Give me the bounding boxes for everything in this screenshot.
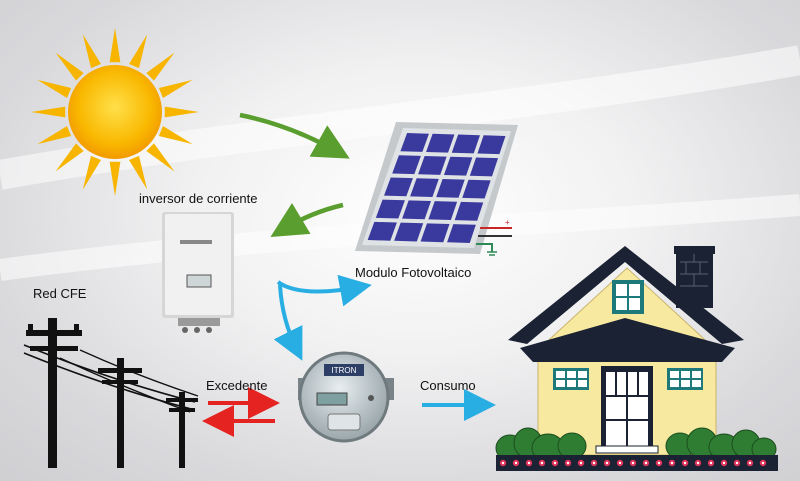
sun-to-panel-arrow — [239, 112, 350, 159]
consumption-label: Consumo — [420, 378, 476, 393]
svg-text:+: + — [505, 218, 510, 227]
house — [495, 246, 778, 471]
panel-to-inverter-arrow — [270, 202, 344, 237]
sun-icon — [31, 28, 199, 196]
power-poles — [23, 318, 199, 468]
electric-meter: ITRON — [298, 351, 394, 443]
panel-label: Modulo Fotovoltaico — [355, 265, 472, 280]
solar-panel: + — [355, 122, 518, 256]
inverter-to-meter-arrow — [273, 284, 303, 361]
meter-brand-text: ITRON — [332, 366, 357, 375]
inverter-label: inversor de corriente — [139, 191, 258, 206]
grid-label: Red CFE — [33, 286, 87, 301]
inverter-to-panel-label-arrow — [276, 274, 372, 307]
surplus-label: Excedente — [206, 378, 268, 393]
inverter — [162, 212, 234, 333]
panel-wires: + — [476, 218, 512, 256]
